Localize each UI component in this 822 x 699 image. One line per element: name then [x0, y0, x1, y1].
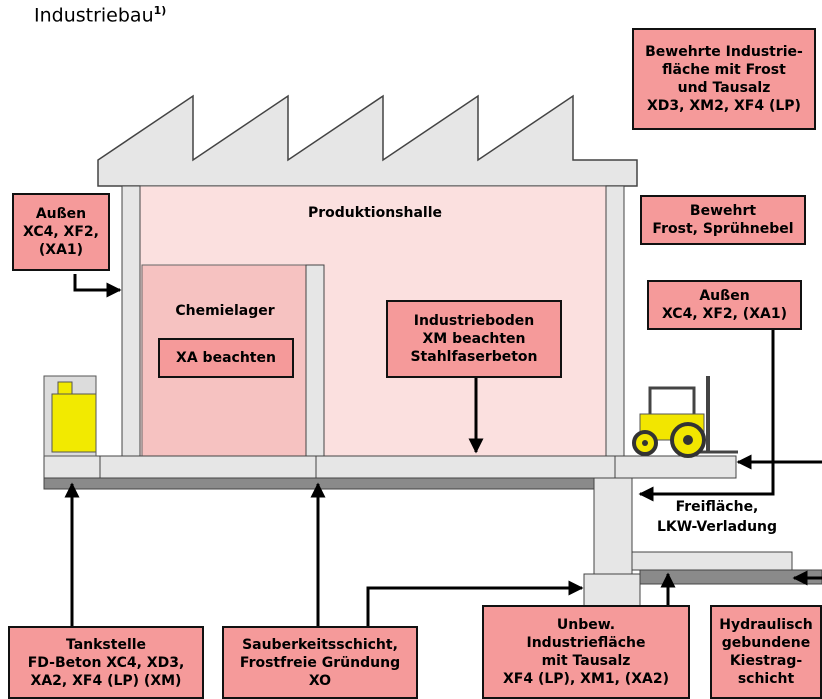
foundation-footing — [583, 573, 641, 607]
floor-slab — [43, 455, 737, 479]
outdoor-base-layer — [639, 569, 822, 585]
sawtooth-roof — [97, 94, 638, 187]
diagram-title: Industriebau1) — [34, 4, 166, 26]
right-wall — [605, 185, 625, 457]
chemical-store-label: Chemielager — [175, 303, 275, 319]
label-gas-station: Tankstelle FD-Beton XC4, XD3, XA2, XF4 (… — [8, 626, 204, 699]
open-area-label: Freifläche, LKW-Verladung — [656, 499, 778, 535]
title-text: Industriebau — [34, 4, 154, 27]
label-unreinforced-area: Unbew. Industriefläche mit Tausalz XF4 (… — [482, 605, 690, 699]
arrow-outside-left — [73, 274, 122, 298]
arrow-foundation — [366, 580, 584, 628]
arrow-outside-right — [638, 328, 775, 502]
label-reinforced-frost: Bewehrt Frost, Sprühnebel — [640, 195, 806, 245]
label-xa-note: XA beachten — [158, 338, 294, 378]
label-outside-right: Außen XC4, XF2, (XA1) — [647, 280, 802, 330]
production-hall-label: Produktionshalle — [308, 205, 442, 221]
label-industrial-area-top: Bewehrte Industrie- fläche mit Frost und… — [632, 28, 816, 130]
label-industrial-floor: Industrieboden XM beachten Stahlfaserbet… — [386, 300, 562, 378]
left-wall — [121, 185, 141, 457]
label-outside-left: Außen XC4, XF2, (XA1) — [12, 193, 110, 271]
inner-wall — [305, 264, 325, 457]
label-hydraulic-base: Hydraulisch gebundene Kiestrag- schicht — [710, 605, 822, 699]
foundation-column — [593, 477, 633, 579]
label-blinding-layer: Sauberkeitsschicht, Frostfreie Gründung … — [222, 626, 418, 699]
forklift-icon — [632, 376, 738, 458]
outdoor-slab — [631, 551, 793, 571]
title-footnote: 1) — [153, 4, 167, 17]
tank-icon — [43, 375, 97, 457]
